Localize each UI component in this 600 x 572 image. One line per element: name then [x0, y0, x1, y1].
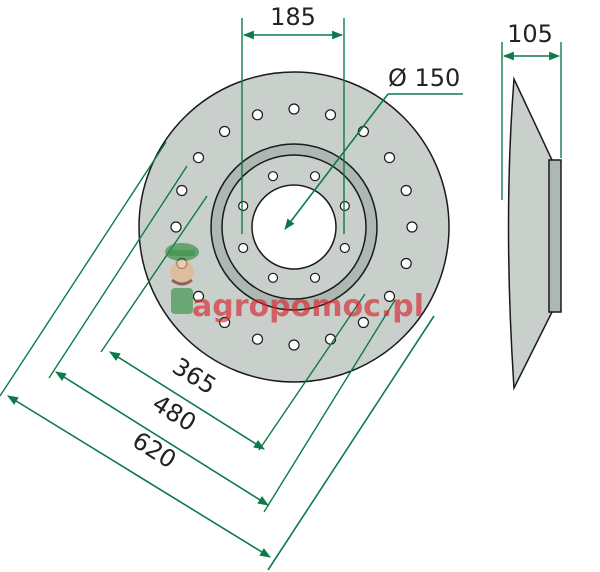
dimension-label-620: 620 — [127, 426, 181, 474]
dimension-label-480: 480 — [147, 389, 201, 437]
extension-line — [267, 315, 435, 571]
bolt-hole — [219, 125, 231, 138]
inner-bolt-holes — [238, 171, 350, 283]
watermark: agropomoc.pl — [165, 243, 424, 324]
bolt-hole — [400, 184, 412, 197]
bolt-hole — [251, 333, 264, 345]
outer-bolt-holes — [170, 103, 418, 351]
bolt-hole — [324, 109, 337, 121]
bolt-hole — [238, 242, 249, 254]
center-bore — [251, 184, 337, 270]
extension-line — [0, 141, 167, 397]
extension-line — [100, 195, 208, 353]
extension-line — [263, 299, 396, 513]
bolt-hole — [357, 316, 369, 329]
side-hub — [548, 159, 562, 313]
farmer-mascot-icon — [165, 243, 199, 314]
bolt-hole — [170, 221, 182, 233]
bolt-hole — [219, 316, 231, 329]
watermark-text: agropomoc.pl — [192, 289, 424, 324]
leader-line — [284, 93, 389, 230]
dimension-105: 105 — [501, 20, 562, 200]
bolt-hole — [192, 152, 205, 164]
bolt-hole — [400, 257, 412, 270]
bolt-hole — [309, 272, 321, 283]
bolt-hole — [288, 339, 300, 351]
bolt-hole — [267, 272, 279, 283]
bolt-hole — [309, 171, 321, 182]
dimension-185: 185 — [241, 3, 345, 234]
bolt-hole — [251, 109, 264, 121]
dimension-label-bore: Ø 150 — [388, 64, 460, 92]
bolt-hole — [383, 152, 396, 164]
extension-line — [258, 293, 366, 451]
extension-line — [48, 165, 188, 379]
bolt-hole — [383, 290, 396, 302]
bolt-hole — [267, 171, 279, 182]
bolt-hole — [406, 221, 418, 233]
dimension-label-105: 105 — [507, 20, 553, 48]
dimension-label-185: 185 — [270, 3, 316, 31]
side-profile — [507, 76, 553, 391]
bolt-hole — [238, 200, 249, 212]
bolt-hole — [339, 200, 350, 212]
bolt-hole — [176, 184, 188, 197]
dimension-line — [7, 395, 271, 558]
disc-side-view — [507, 76, 562, 391]
bolt-hole — [288, 103, 300, 115]
bolt-hole — [192, 290, 205, 302]
bolt-hole — [339, 242, 350, 254]
dimension-bore-diameter: Ø 150 — [284, 64, 463, 230]
